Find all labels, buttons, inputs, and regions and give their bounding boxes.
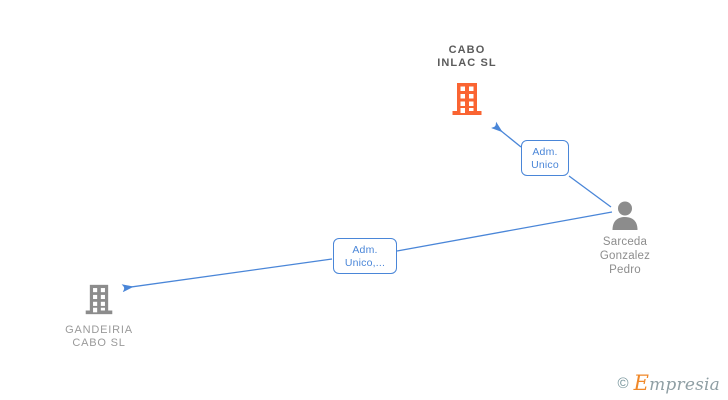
brand-initial: E: [633, 371, 650, 395]
node-sarceda-gonzalez-pedro[interactable]: Sarceda Gonzalez Pedro: [545, 200, 705, 277]
edge-person-to-gandeiria-segment-left: [121, 258, 333, 293]
relation-label-adm-unico-cabo-inlac[interactable]: Adm. Unico: [521, 140, 569, 176]
node-cabo-inlac[interactable]: CABO INLAC SL: [387, 44, 547, 117]
brand-name: Empresia: [634, 373, 720, 394]
brand-rest: mpresia: [649, 375, 720, 395]
relation-label-adm-unico-gandeiria[interactable]: Adm. Unico,...: [333, 238, 397, 274]
node-cabo-inlac-label: CABO INLAC SL: [437, 44, 497, 69]
node-gandeiria-cabo[interactable]: GANDEIRIA CABO SL: [19, 283, 179, 350]
edge-person-to-gandeiria-segment-right: [396, 211, 613, 252]
node-cabo-inlac-icon-wrap: [387, 81, 547, 117]
node-person-icon-wrap: [545, 200, 705, 230]
node-person-label: Sarceda Gonzalez Pedro: [599, 236, 651, 276]
node-gandeiria-cabo-icon-wrap: [19, 283, 179, 316]
person-icon: [612, 201, 638, 230]
building-icon: [452, 83, 482, 115]
node-gandeiria-cabo-label: GANDEIRIA CABO SL: [65, 324, 133, 349]
edge-person-to-cabo-inlac-segment-upper: [491, 121, 522, 148]
building-icon: [85, 284, 113, 315]
copyright-icon: ©: [617, 375, 629, 392]
edge-person-to-cabo-inlac-segment-lower: [568, 175, 612, 208]
watermark: © Empresia: [618, 373, 720, 394]
